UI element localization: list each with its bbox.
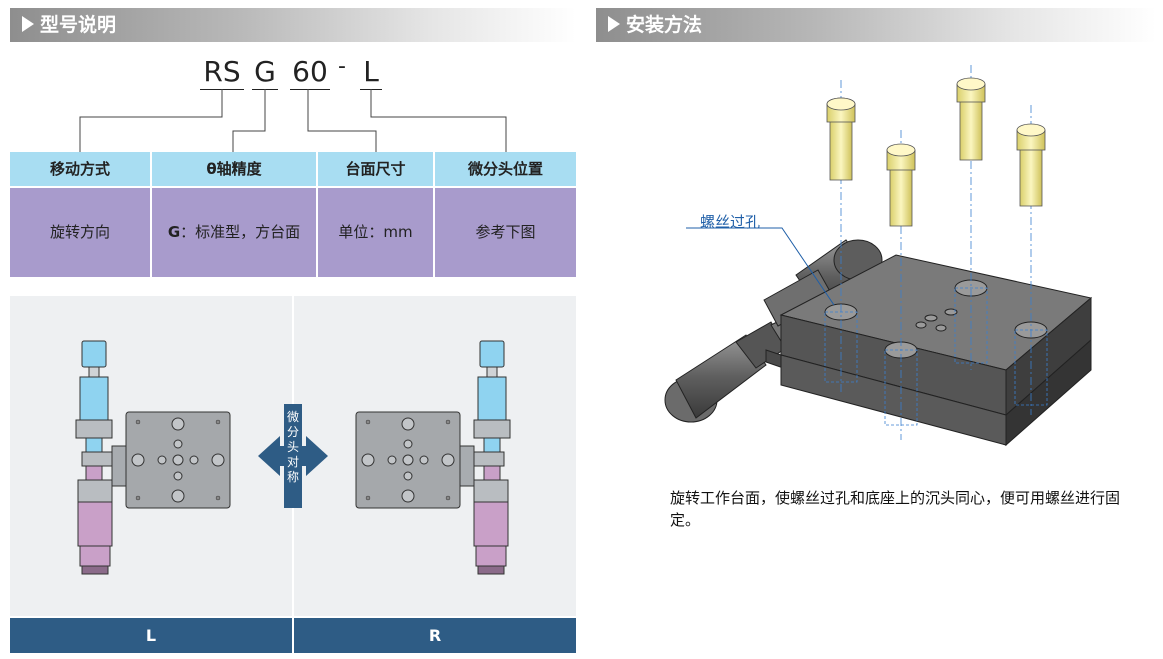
model-section-header: 型号说明 (10, 8, 576, 42)
symmetry-char: 微 (286, 410, 299, 424)
table-header-size: 台面尺寸 (318, 152, 433, 186)
install-illustration (664, 65, 1093, 447)
install-section-header: 安装方法 (596, 8, 1156, 42)
triangle-icon (608, 16, 620, 32)
stage-right-diagram (355, 340, 511, 575)
table-header-motion: 移动方式 (10, 152, 150, 186)
table-cell-accuracy: G：标准型，方台面 (152, 188, 316, 277)
model-section-title: 型号说明 (40, 14, 117, 36)
accuracy-code-bold: G (167, 223, 181, 241)
symmetry-char: 头 (286, 440, 299, 454)
code-connector-lines (79, 89, 507, 152)
table-cell-position: 参考下图 (435, 188, 576, 277)
symmetry-label: 微 分 头 对 称 (284, 410, 302, 485)
install-description: 旋转工作台面，使螺丝过孔和底座上的沉头同心，便可用螺丝进行固定。 (670, 489, 1121, 529)
accuracy-description: ：标准型，方台面 (180, 223, 301, 241)
screw-hole-callout: 螺丝过孔 (700, 213, 761, 231)
install-section-title: 安装方法 (626, 14, 703, 36)
table-header-accuracy: θ轴精度 (152, 152, 316, 186)
triangle-icon (22, 16, 34, 32)
code-size: 60 (290, 55, 330, 90)
symmetry-char: 称 (286, 470, 299, 484)
symmetry-double-arrow-icon (258, 404, 328, 508)
stage-left-diagram (75, 340, 231, 575)
right-direction-label: R (294, 618, 576, 653)
left-direction-label: L (10, 618, 292, 653)
table-cell-motion: 旋转方向 (10, 188, 150, 277)
table-cell-size: 单位：mm (318, 188, 433, 277)
symmetry-char: 分 (286, 425, 299, 439)
symmetry-char: 对 (286, 455, 299, 469)
code-dash: - (338, 54, 346, 79)
table-header-position: 微分头位置 (435, 152, 576, 186)
